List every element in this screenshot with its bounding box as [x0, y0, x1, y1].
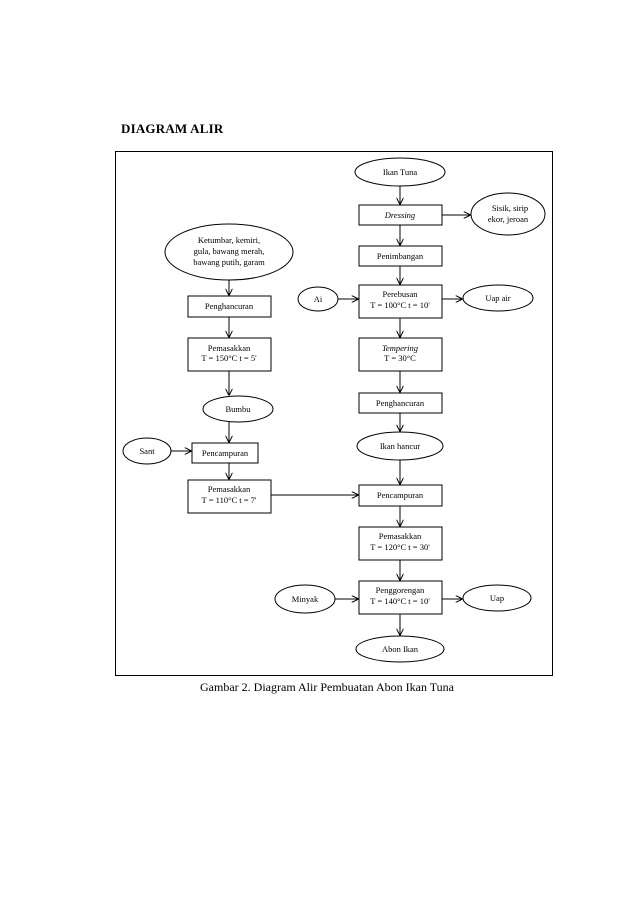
node-abon-ikan: Abon Ikan — [355, 635, 445, 663]
figure-caption-text: Gambar 2. Diagram Alir Pembuatan Abon Ik… — [200, 680, 454, 694]
pemasakkan-150-line-1: Pemasakkan — [208, 343, 251, 353]
node-pemasakkan-150: Pemasakkan T = 150°C t = 5' — [187, 337, 272, 372]
node-ikan-tuna: Ikan Tuna — [354, 157, 446, 187]
figure-caption: Gambar 2. Diagram Alir Pembuatan Abon Ik… — [0, 680, 638, 695]
tempering-line-2: T = 30°C — [384, 353, 416, 363]
ketumbar-line-3: bawang putih, garam — [193, 257, 265, 267]
ai-label: Ai — [314, 294, 323, 304]
minyak-label: Minyak — [292, 594, 319, 604]
penghancuran-left-label: Penghancuran — [205, 301, 254, 311]
diagram-heading: DIAGRAM ALIR — [121, 121, 224, 136]
ketumbar-line-1: Ketumbar, kemiri, — [198, 235, 260, 245]
sisik-line-1: Sisik, sirip — [492, 203, 528, 213]
node-penghancuran-right: Penghancuran — [358, 392, 443, 414]
node-perebusan: Perebusan T = 100°C t = 10' — [358, 284, 443, 319]
uap-air-label: Uap air — [485, 293, 510, 303]
ketumbar-line-2: gula, bawang merah, — [194, 246, 265, 256]
node-dressing: Dressing — [358, 204, 443, 226]
pemasakkan-120-line-1: Pemasakkan — [379, 531, 422, 541]
node-pemasakkan-120: Pemasakkan T = 120°C t = 30' — [358, 526, 443, 561]
node-uap: Uap — [462, 584, 532, 612]
penggorengan-line-1: Penggorengan — [376, 585, 425, 595]
pemasakkan-120-line-2: T = 120°C t = 30' — [370, 542, 430, 552]
node-penimbangan: Penimbangan — [358, 245, 443, 267]
node-ikan-hancur: Ikan hancur — [356, 431, 444, 461]
node-pemasakkan-110: Pemasakkan T = 110°C t = 7' — [187, 479, 272, 514]
penghancuran-right-label: Penghancuran — [376, 398, 425, 408]
uap-label: Uap — [490, 593, 504, 603]
perebusan-line-2: T = 100°C t = 10' — [370, 300, 430, 310]
node-uap-air: Uap air — [462, 284, 534, 312]
bumbu-label: Bumbu — [225, 404, 251, 414]
sant-label: Sant — [139, 446, 155, 456]
connectors — [171, 186, 470, 635]
diagram-frame — [115, 151, 553, 676]
ikan-tuna-label: Ikan Tuna — [383, 167, 417, 177]
node-pencampuran-left: Pencampuran — [191, 442, 259, 464]
node-pencampuran-right: Pencampuran — [358, 484, 443, 507]
abon-ikan-label: Abon Ikan — [382, 644, 419, 654]
node-penghancuran-left: Penghancuran — [187, 295, 272, 318]
penimbangan-label: Penimbangan — [377, 251, 424, 261]
pemasakkan-110-line-1: Pemasakkan — [208, 484, 251, 494]
pemasakkan-110-line-2: T = 110°C t = 7' — [202, 495, 257, 505]
tempering-line-1: Tempering — [382, 343, 418, 353]
node-minyak: Minyak — [274, 584, 336, 614]
pemasakkan-150-line-2: T = 150°C t = 5' — [201, 353, 257, 363]
node-bumbu: Bumbu — [202, 395, 274, 423]
node-sant: Sant — [122, 437, 172, 465]
node-penggorengan: Penggorengan T = 140°C t = 10' — [358, 580, 443, 615]
penggorengan-line-2: T = 140°C t = 10' — [370, 596, 430, 606]
ikan-hancur-label: Ikan hancur — [380, 441, 421, 451]
pencampuran-right-label: Pencampuran — [377, 490, 424, 500]
node-tempering: Tempering T = 30°C — [358, 337, 443, 372]
node-ketumbar: Ketumbar, kemiri, gula, bawang merah, ba… — [164, 223, 294, 281]
pencampuran-left-label: Pencampuran — [202, 448, 249, 458]
dressing-label: Dressing — [384, 210, 415, 220]
perebusan-line-1: Perebusan — [383, 289, 419, 299]
node-sisik: Sisik, sirip ekor, jeroan — [470, 192, 546, 236]
node-ai: Ai — [297, 286, 339, 312]
sisik-line-2: ekor, jeroan — [488, 214, 529, 224]
